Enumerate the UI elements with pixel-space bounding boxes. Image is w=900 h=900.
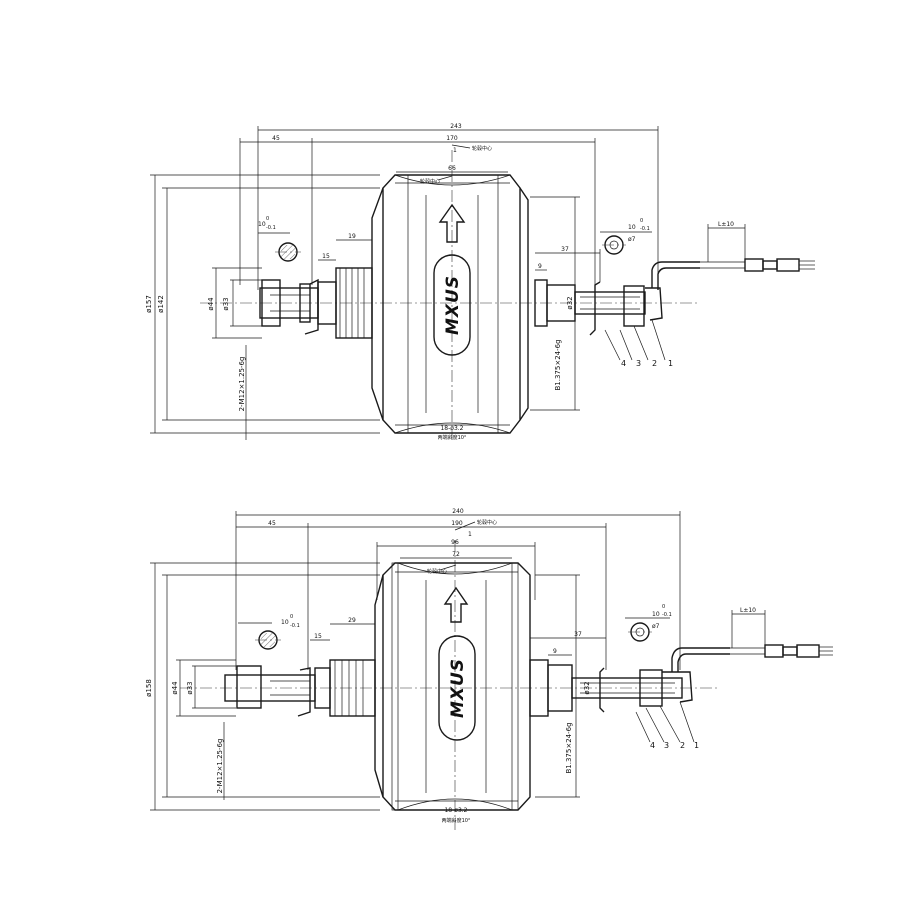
- svg-text:-0.1: -0.1: [662, 612, 672, 618]
- right-axle-lower: [529, 659, 693, 717]
- svg-text:10: 10: [628, 224, 636, 231]
- svg-text:-0.1: -0.1: [290, 623, 300, 629]
- cable-hole-symbol-lower: [628, 622, 652, 642]
- svg-text:29: 29: [348, 617, 356, 624]
- rotation-arrow-icon: [438, 203, 466, 243]
- svg-text:轮毂中心: 轮毂中心: [477, 519, 497, 526]
- flat-section-symbol-lower: [255, 630, 281, 650]
- cable-hole-symbol-upper: [602, 235, 626, 255]
- svg-text:B1.375×24-6g: B1.375×24-6g: [565, 722, 573, 773]
- brand-logo-lower: MXUS: [438, 635, 476, 741]
- svg-text:1: 1: [453, 147, 457, 154]
- svg-text:1: 1: [468, 531, 472, 538]
- svg-text:ø32: ø32: [583, 681, 591, 694]
- motor-drawing-upper: MXUS: [145, 123, 815, 441]
- svg-text:ø44: ø44: [207, 297, 215, 311]
- svg-text:B1.375×24-6g: B1.375×24-6g: [554, 339, 562, 390]
- cable-upper: [651, 258, 815, 290]
- brand-logo-upper: MXUS: [433, 254, 471, 356]
- svg-text:170: 170: [446, 135, 458, 142]
- svg-text:18-ø3.2: 18-ø3.2: [440, 425, 463, 432]
- motor-body-upper: [371, 174, 529, 434]
- motor-drawing-lower: MXUS: [145, 508, 833, 830]
- left-axle-upper: [259, 267, 373, 339]
- svg-text:9: 9: [553, 648, 557, 655]
- svg-text:ø7: ø7: [628, 236, 636, 243]
- svg-text:3: 3: [664, 741, 669, 750]
- svg-text:45: 45: [272, 135, 280, 142]
- svg-text:1: 1: [668, 359, 673, 368]
- rotation-arrow-icon: [443, 586, 469, 623]
- svg-text:72: 72: [452, 551, 460, 558]
- svg-text:ø32: ø32: [566, 296, 574, 309]
- cable-lower: [671, 644, 833, 672]
- svg-text:37: 37: [574, 631, 582, 638]
- svg-text:-0.1: -0.1: [266, 225, 276, 231]
- svg-text:ø33: ø33: [186, 681, 194, 694]
- svg-text:4: 4: [621, 359, 626, 368]
- svg-text:ø158: ø158: [145, 679, 153, 697]
- svg-text:190: 190: [451, 520, 463, 527]
- left-axle-lower: [224, 659, 376, 717]
- svg-text:0: 0: [662, 604, 665, 610]
- dimensions-lower: 240 45 190 轮毂中心 1 96 72 轮毂中心 ø158: [145, 508, 766, 824]
- svg-text:轮毂中心: 轮毂中心: [472, 145, 492, 152]
- part-callouts-upper: 4 3 2 1: [604, 319, 673, 368]
- svg-text:1: 1: [694, 741, 699, 750]
- svg-text:10: 10: [258, 221, 266, 228]
- svg-text:240: 240: [452, 508, 464, 515]
- svg-text:4: 4: [650, 741, 655, 750]
- svg-text:ø142: ø142: [157, 295, 165, 313]
- svg-text:45: 45: [268, 520, 276, 527]
- svg-text:MXUS: MXUS: [448, 658, 468, 718]
- right-axle-upper: [534, 279, 663, 336]
- dimensions-upper: 243 45 170 轮毂中心 1 66 轮毂中心 ø157 ø142: [145, 123, 746, 441]
- svg-text:3: 3: [636, 359, 641, 368]
- svg-text:0: 0: [640, 218, 643, 224]
- svg-text:243: 243: [450, 123, 462, 130]
- svg-text:15: 15: [314, 633, 322, 640]
- svg-text:ø7: ø7: [652, 623, 660, 630]
- svg-text:66: 66: [448, 165, 456, 172]
- svg-text:2-M12×1.25-6g: 2-M12×1.25-6g: [216, 739, 224, 794]
- svg-text:9: 9: [538, 263, 542, 270]
- svg-text:37: 37: [561, 246, 569, 253]
- flat-section-symbol-upper: [275, 242, 301, 262]
- svg-text:两端斜度10°: 两端斜度10°: [442, 817, 471, 824]
- svg-text:轮毂中心: 轮毂中心: [420, 178, 440, 185]
- svg-text:10: 10: [281, 619, 289, 626]
- svg-text:0: 0: [290, 614, 293, 620]
- svg-text:L±10: L±10: [740, 607, 756, 614]
- motor-body-lower: [374, 562, 531, 811]
- svg-text:0: 0: [266, 216, 269, 222]
- svg-text:96: 96: [451, 539, 459, 546]
- svg-text:15: 15: [322, 253, 330, 260]
- svg-text:ø33: ø33: [222, 297, 230, 310]
- svg-text:ø157: ø157: [145, 295, 153, 313]
- svg-text:两端斜度10°: 两端斜度10°: [438, 434, 467, 441]
- svg-text:-0.1: -0.1: [640, 226, 650, 232]
- svg-text:L±10: L±10: [718, 221, 734, 228]
- svg-text:MXUS: MXUS: [443, 275, 463, 335]
- svg-text:轮毂中心: 轮毂中心: [427, 568, 447, 575]
- svg-text:2-M12×1.25-6g: 2-M12×1.25-6g: [238, 357, 246, 412]
- svg-text:ø44: ø44: [171, 681, 179, 695]
- svg-text:2: 2: [680, 741, 685, 750]
- svg-text:2: 2: [652, 359, 657, 368]
- svg-text:10: 10: [652, 611, 660, 618]
- svg-text:18-ø3.2: 18-ø3.2: [444, 807, 467, 814]
- part-callouts-lower: 4 3 2 1: [635, 701, 699, 750]
- svg-text:19: 19: [348, 233, 356, 240]
